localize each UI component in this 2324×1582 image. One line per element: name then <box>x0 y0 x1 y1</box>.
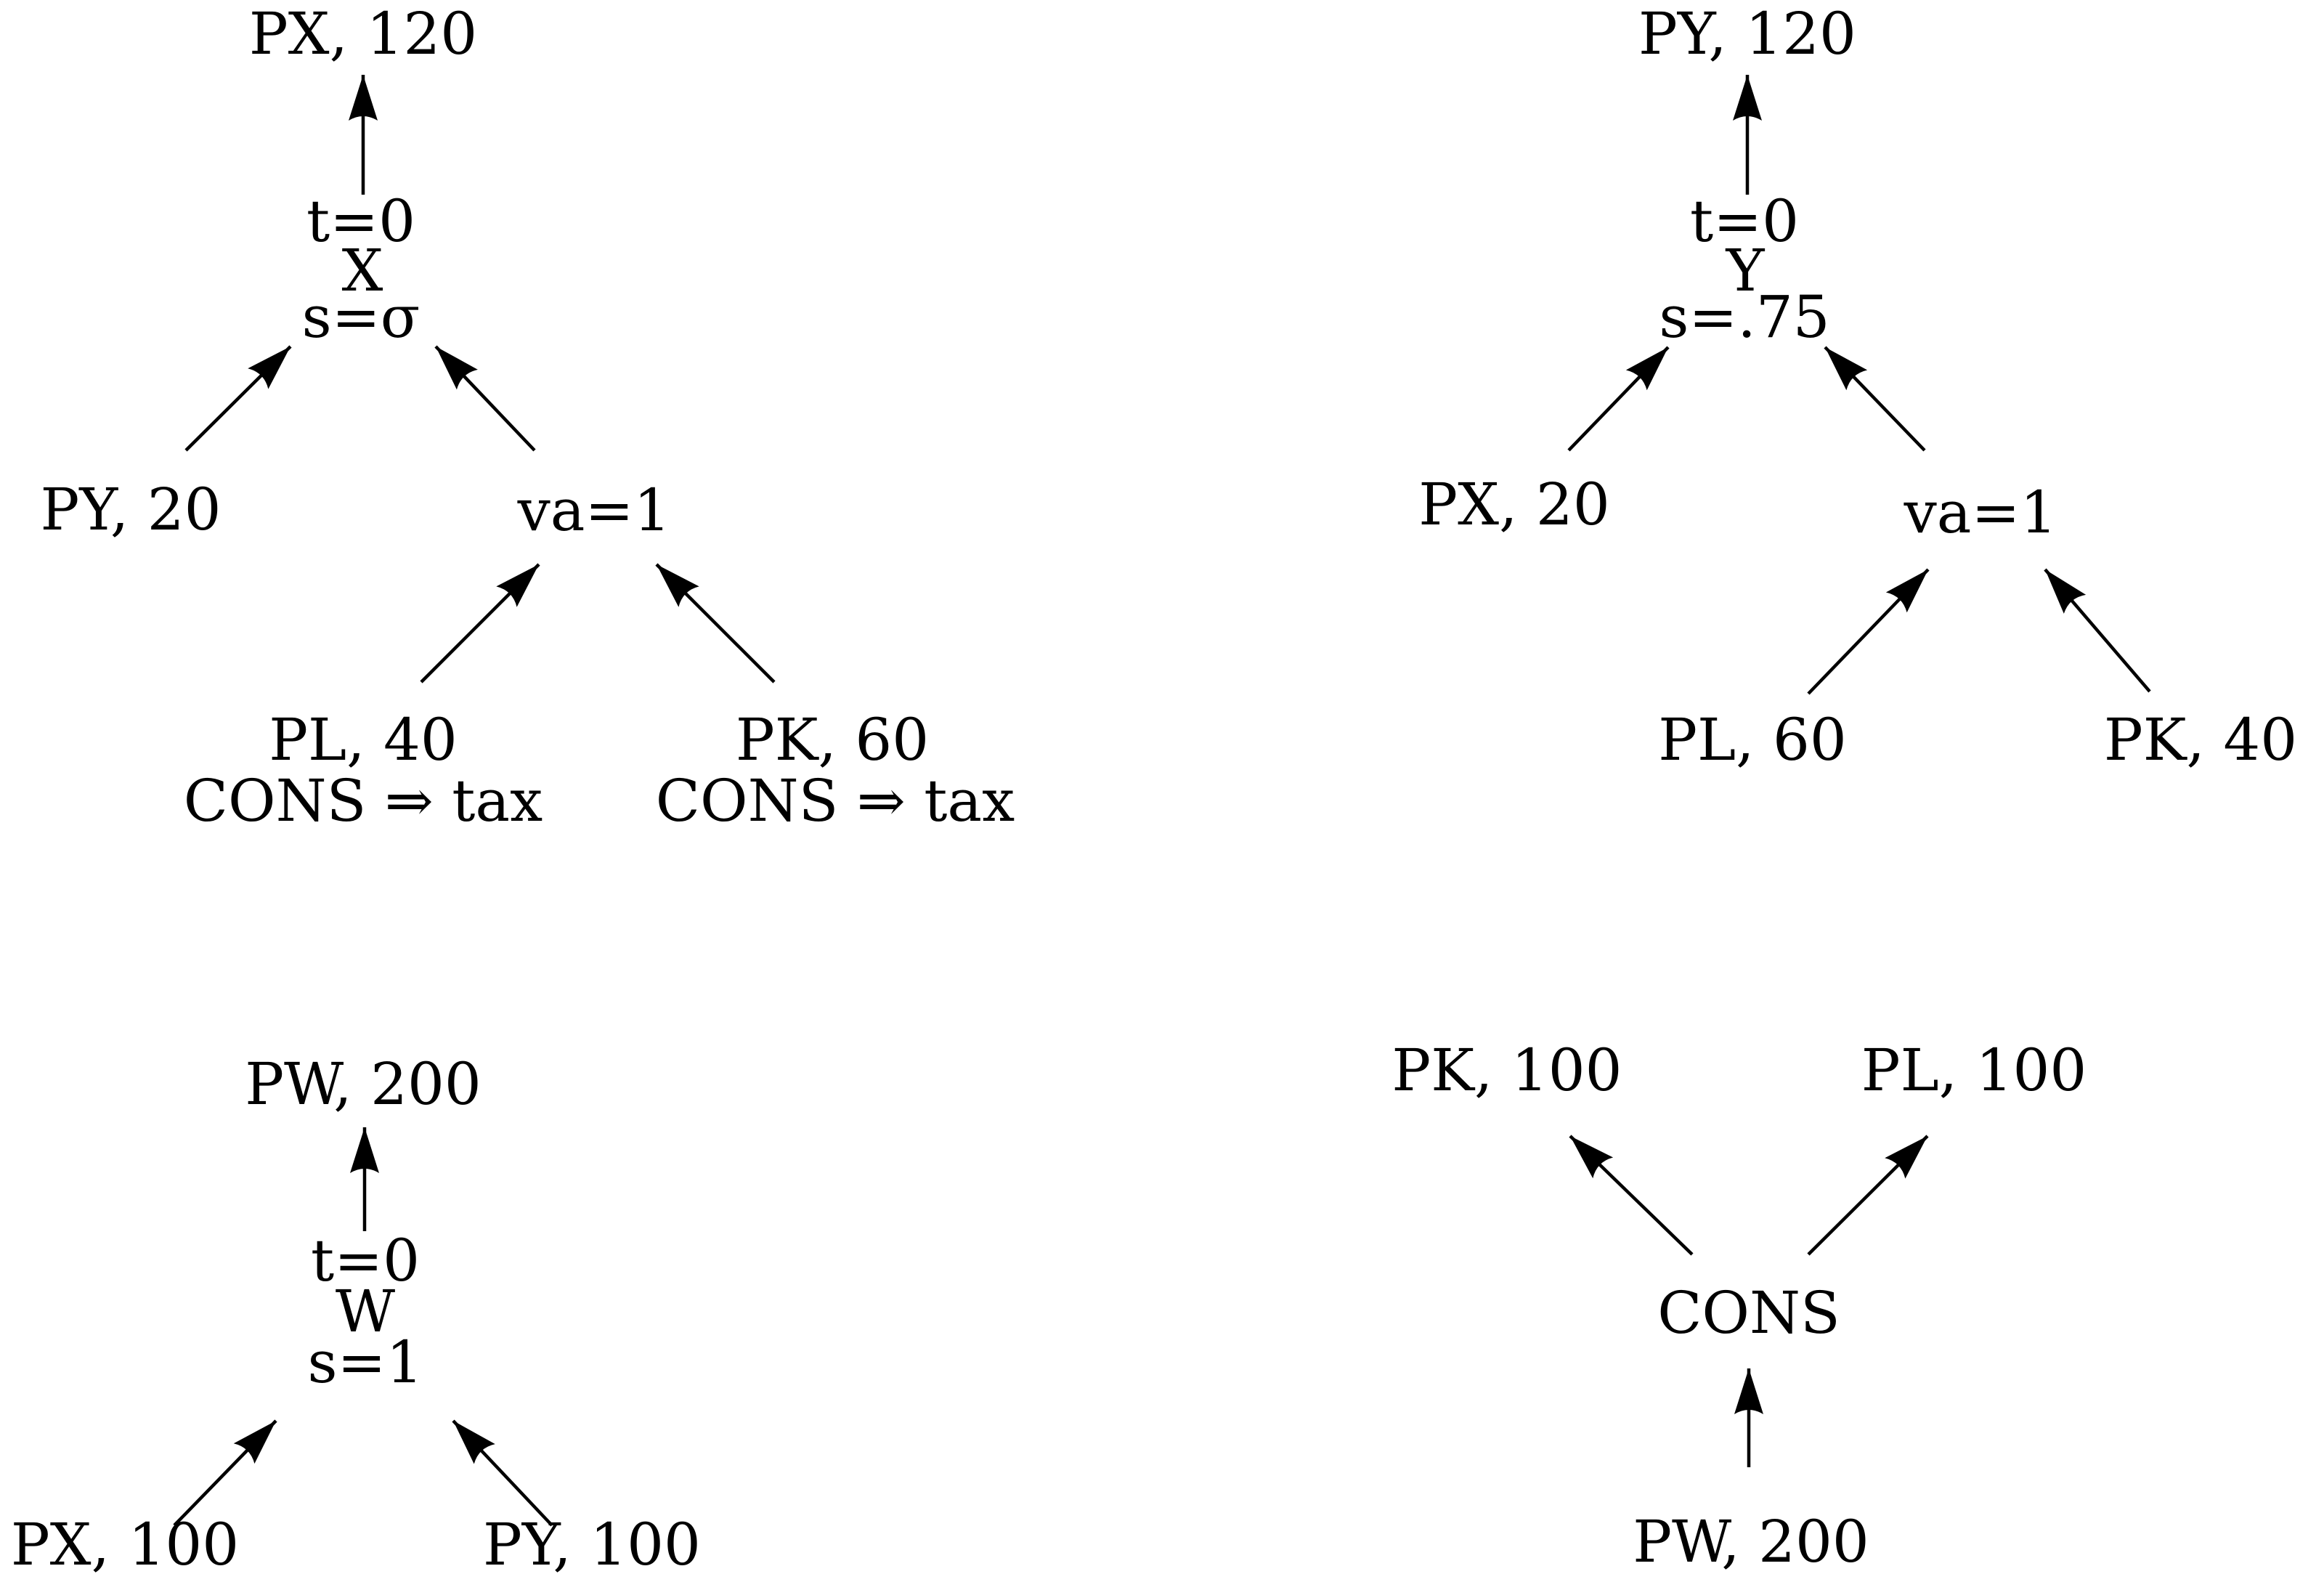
y-value-added-node-label: va=1 <box>1904 479 2057 546</box>
consumer-capital-endowment-arrow <box>1569 1135 1694 1256</box>
y-sector-diagram: PY, 120 t=0 Y s=.75 PX, 20 va=1 PL, 60 P… <box>1418 0 2297 774</box>
welfare-input-left-label: PX, 100 <box>11 1511 239 1578</box>
x-labor-input-arrow <box>420 563 540 683</box>
consumer-diagram: PK, 100 PL, 100 CONS PW, 200 <box>1391 1037 2087 1575</box>
y-value-added-arrow <box>1824 346 1926 452</box>
x-labor-tax-assignment-label: CONS ⇒ tax <box>184 767 543 835</box>
x-value-added-arrow <box>434 345 536 452</box>
x-sector-name-label: X <box>342 237 383 304</box>
consumer-labor-endowment-label: PL, 100 <box>1861 1037 2087 1104</box>
x-output-price-label: PX, 120 <box>249 0 477 68</box>
y-intermediate-input-arrow <box>1567 346 1670 452</box>
welfare-input-arrow-left <box>173 1419 277 1527</box>
y-capital-input-arrow <box>2044 568 2151 693</box>
welfare-output-price-label: PW, 200 <box>245 1050 482 1118</box>
consumer-labor-endowment-arrow <box>1807 1135 1929 1256</box>
y-labor-input-label: PL, 60 <box>1658 706 1847 774</box>
consumer-capital-endowment-label: PK, 100 <box>1391 1037 1622 1104</box>
welfare-elasticity-label: s=1 <box>308 1329 423 1396</box>
x-value-added-node-label: va=1 <box>517 476 671 544</box>
x-intermediate-input-arrow <box>184 345 292 452</box>
x-capital-tax-assignment-label: CONS ⇒ tax <box>656 767 1015 835</box>
x-tax-rate-label: t=0 <box>306 187 415 255</box>
y-output-price-label: PY, 120 <box>1638 0 1856 68</box>
x-labor-input-label: PL, 40 <box>269 706 458 774</box>
welfare-input-right-label: PY, 100 <box>483 1511 701 1578</box>
y-elasticity-label: s=.75 <box>1659 283 1829 351</box>
y-tax-rate-label: t=0 <box>1690 187 1799 255</box>
welfare-name-label: W <box>336 1278 395 1345</box>
y-labor-input-arrow <box>1807 568 1930 695</box>
y-intermediate-input-label: PX, 20 <box>1418 471 1609 538</box>
x-capital-input-arrow <box>655 563 776 683</box>
welfare-diagram: PW, 200 t=0 W s=1 PX, 100 PY, 100 <box>11 1050 701 1578</box>
consumer-name-label: CONS <box>1657 1279 1840 1347</box>
y-sector-name-label: Y <box>1726 237 1766 304</box>
y-capital-input-label: PK, 40 <box>2104 706 2297 774</box>
welfare-input-arrow-right <box>452 1419 553 1527</box>
x-capital-input-label: PK, 60 <box>736 706 929 774</box>
consumer-expenditure-label: PW, 200 <box>1633 1508 1869 1575</box>
x-sector-diagram: PX, 120 t=0 X s=σ PY, 20 va=1 PL, 40 PK,… <box>41 0 1015 835</box>
x-elasticity-label: s=σ <box>302 283 420 351</box>
x-intermediate-input-label: PY, 20 <box>41 476 222 543</box>
welfare-tax-rate-label: t=0 <box>311 1227 420 1294</box>
